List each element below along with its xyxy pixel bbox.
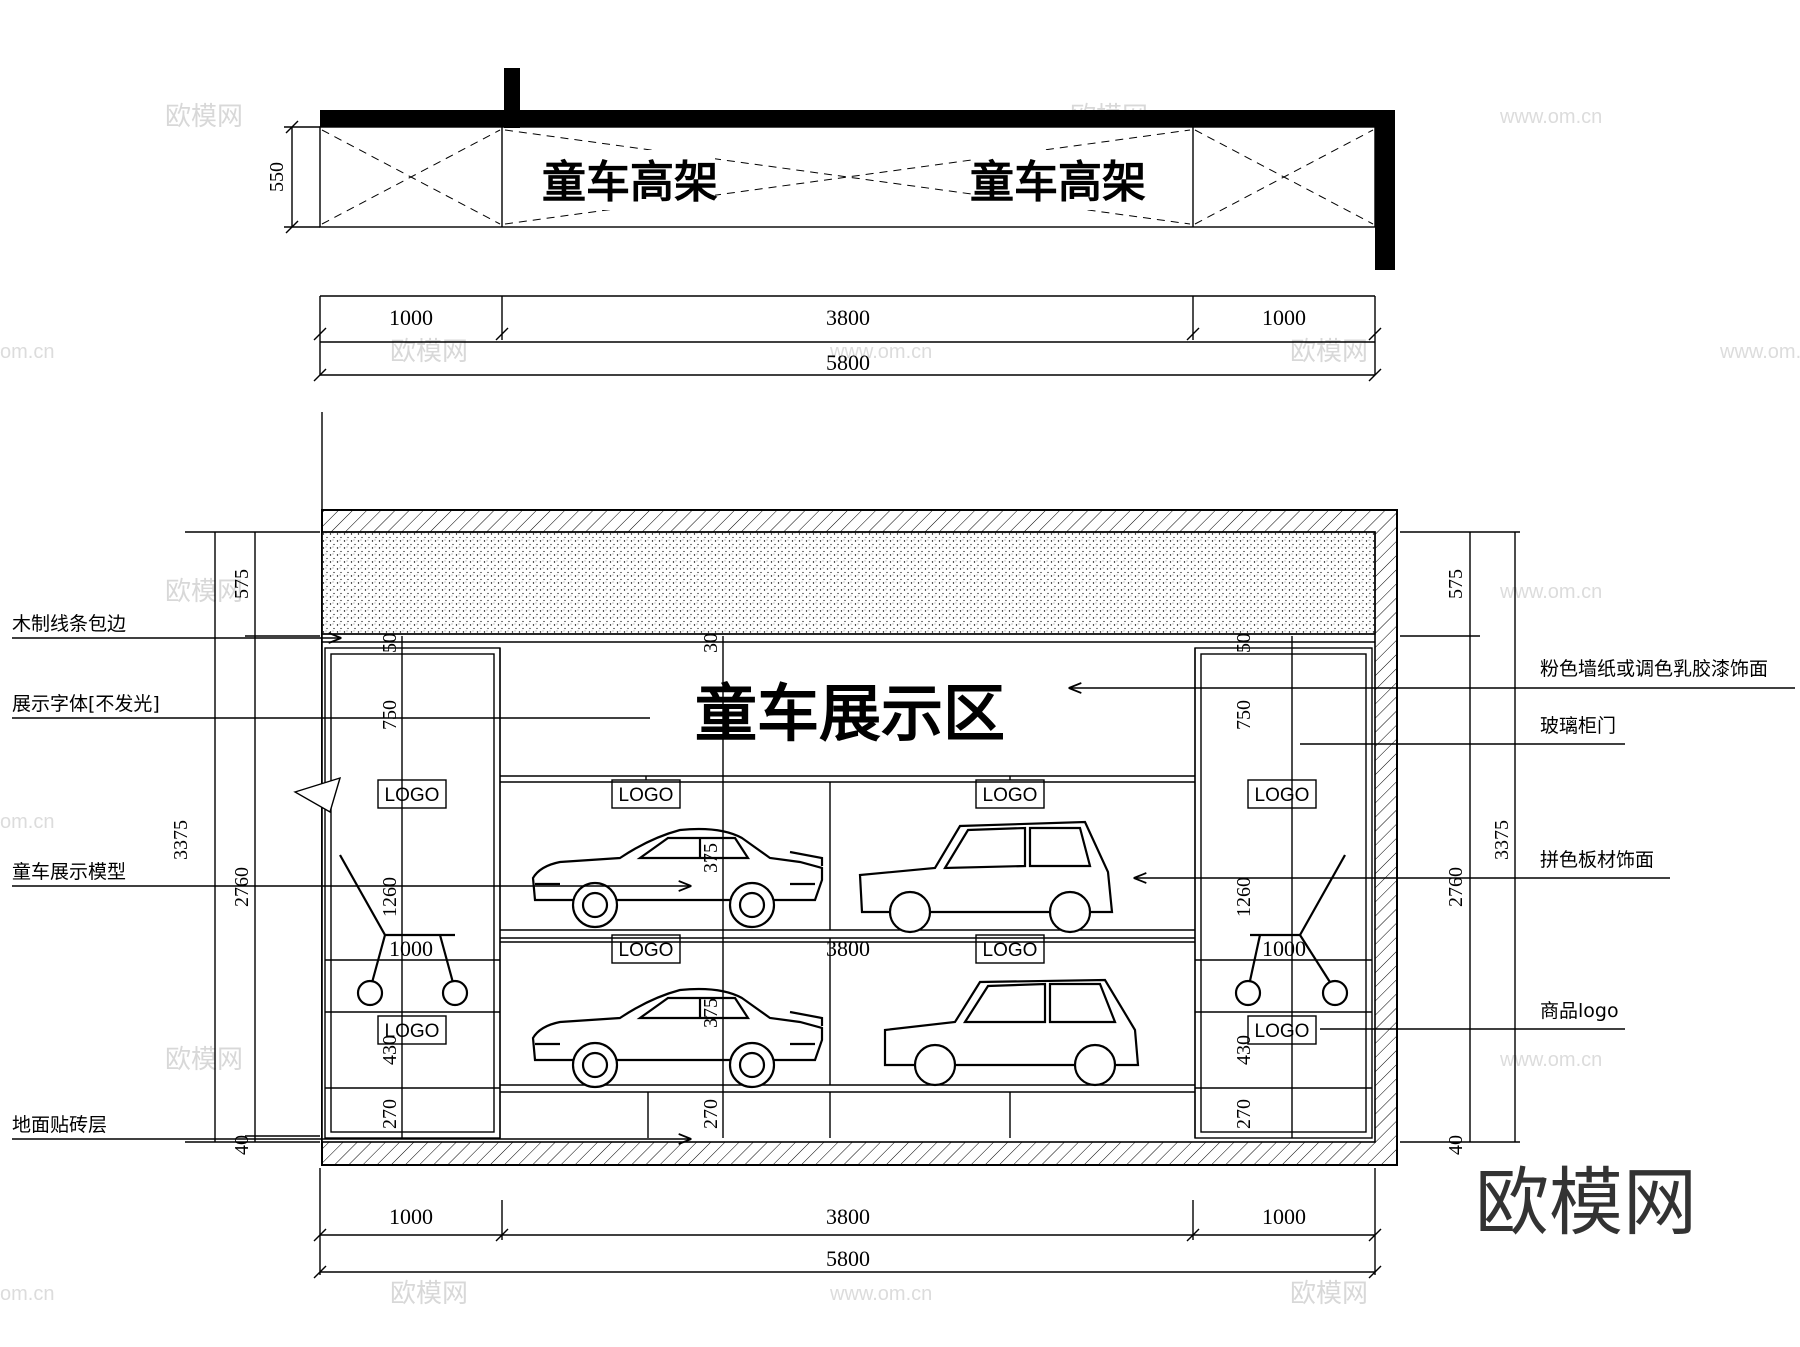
dim-375-upper: 375 [700, 843, 722, 873]
dim-left-575: 575 [231, 569, 253, 599]
dim-50-right: 50 [1233, 633, 1255, 653]
dim-bottom-1000-left: 1000 [389, 1204, 433, 1229]
elevation: 童车展示区 LOGO LOGO LOGO LOGO LOGO LOGO LOGO… [170, 412, 1520, 1279]
watermark-url: www.om.cn [829, 1283, 932, 1305]
logo-tag: LOGO [385, 785, 440, 806]
car-model-sports-lower [531, 987, 824, 1089]
dim-30-mid: 30 [700, 633, 722, 653]
dim-inner-3800: 3800 [826, 936, 870, 961]
watermark-brand: 欧模网 [165, 102, 243, 132]
watermark-brand: 欧模网 [1290, 1279, 1368, 1309]
logo-tags: LOGO LOGO LOGO LOGO LOGO LOGO LOGO LOGO [377, 776, 1317, 1045]
dim-5800: 5800 [826, 350, 870, 375]
watermark-brand: 欧模网 [165, 577, 243, 607]
display-title: 童车展示区 [695, 677, 1005, 750]
dim-left-2760: 2760 [231, 867, 253, 907]
tricycle-model-left [339, 854, 469, 1007]
annotations-right: 粉色墙纸或调色乳胶漆饰面 玻璃柜门 拼色板材饰面 商品logo [1070, 658, 1795, 1030]
dim-right-2760: 2760 [1445, 867, 1467, 907]
dim-right-575: 575 [1445, 569, 1467, 599]
dim-550: 550 [266, 162, 288, 192]
dim-750-left: 750 [379, 700, 401, 730]
dim-inner-1000-right: 1000 [1262, 936, 1306, 961]
dim-bottom-3800: 3800 [826, 1204, 870, 1229]
brand-watermark: 欧模网 [1475, 1160, 1697, 1246]
note-wood-trim: 木制线条包边 [12, 613, 126, 635]
dim-1260-right: 1260 [1233, 877, 1255, 917]
watermark-url: om.cn [0, 341, 54, 363]
top-plan: 童车高架 童车高架 550 1000 3800 1000 [266, 68, 1395, 382]
dim-270-mid: 270 [700, 1099, 722, 1129]
logo-tag: LOGO [1255, 1021, 1310, 1042]
dim-left-3375: 3375 [170, 820, 192, 860]
annotations-left: 木制线条包边 展示字体[不发光] 童车展示模型 地面贴砖层 [12, 613, 690, 1139]
logo-tag: LOGO [619, 940, 674, 961]
dim-inner-1000-left: 1000 [389, 936, 433, 961]
watermark-brand: 欧模网 [165, 1045, 243, 1075]
watermark-url: www.om.cn [829, 341, 932, 363]
note-pink-wallpaper: 粉色墙纸或调色乳胶漆饰面 [1540, 658, 1768, 680]
dim-270-left: 270 [379, 1099, 401, 1129]
dim-430-left: 430 [379, 1035, 401, 1065]
plan-label-left: 童车高架 [542, 157, 718, 208]
note-product-logo: 商品logo [1540, 1000, 1619, 1022]
note-car-model: 童车展示模型 [12, 861, 126, 883]
dim-bottom-5800: 5800 [826, 1246, 870, 1271]
note-floor-tile: 地面贴砖层 [12, 1114, 107, 1136]
car-model-sports-upper [531, 827, 824, 929]
watermark-url: www.om.cn [1499, 1049, 1602, 1071]
dim-3800: 3800 [826, 305, 870, 330]
note-display-font: 展示字体[不发光] [12, 693, 160, 715]
watermark-url: www.om.cn [1499, 581, 1602, 603]
dim-right-3375: 3375 [1491, 820, 1513, 860]
logo-tag: LOGO [983, 785, 1038, 806]
note-glass-door: 玻璃柜门 [1540, 715, 1616, 737]
dim-750-right: 750 [1233, 700, 1255, 730]
plan-label-right: 童车高架 [970, 157, 1146, 208]
watermark-url: om.cn [0, 811, 54, 833]
dim-1000-left: 1000 [389, 305, 433, 330]
dim-1000-right: 1000 [1262, 305, 1306, 330]
car-model-hatchback-upper [858, 820, 1114, 934]
watermark-url: www.om.cn [1499, 106, 1602, 128]
dim-50-left: 50 [379, 633, 401, 653]
note-color-panel: 拼色板材饰面 [1540, 849, 1654, 871]
dim-left-40: 40 [231, 1135, 253, 1155]
tricycle-model-right [1234, 854, 1349, 1007]
dim-375-lower: 375 [700, 998, 722, 1028]
logo-tag: LOGO [385, 1021, 440, 1042]
dim-bottom-1000-right: 1000 [1262, 1204, 1306, 1229]
logo-tag: LOGO [619, 785, 674, 806]
watermark-brand: 欧模网 [390, 1279, 468, 1309]
car-model-hatchback-lower [883, 978, 1140, 1087]
watermark-url: www.om.cn [1719, 341, 1800, 363]
dim-right-40: 40 [1445, 1135, 1467, 1155]
dim-430-right: 430 [1233, 1035, 1255, 1065]
logo-tag: LOGO [983, 940, 1038, 961]
watermark-url: om.cn [0, 1283, 54, 1305]
logo-tag: LOGO [1255, 785, 1310, 806]
dim-1260-left: 1260 [379, 877, 401, 917]
dim-270-right: 270 [1233, 1099, 1255, 1129]
